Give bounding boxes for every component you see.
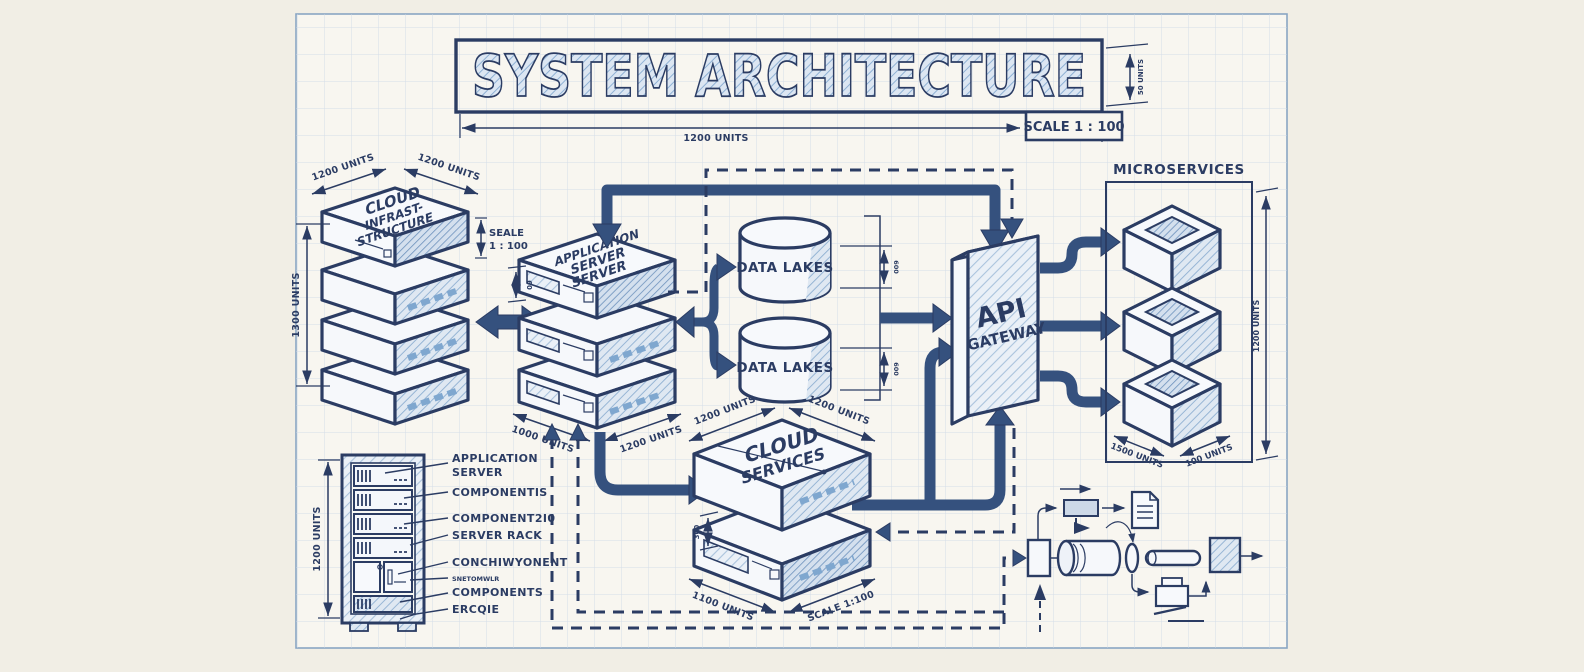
flow-output-box [1208,536,1242,574]
microservice-cube [1122,286,1222,376]
scale-box [1024,110,1124,142]
rack-dim-left: 1200 UNITS [312,506,323,571]
solid-connectors [592,184,1121,511]
rack-label-conchiwyonent: CONCHIWYONENT [452,556,568,569]
page-title: SYSTEM ARCHITECTURE [472,42,1086,110]
cloudsvc-dim-left: 300 [693,525,701,540]
flow-lens [1124,542,1140,574]
rack-label-server: SERVER [452,466,503,479]
data-lake-top-dim: 600 [892,260,900,274]
infra-dim-left: 1300 UNITS [291,272,302,337]
api-gateway: API GATEWAY [950,234,1049,426]
data-lake-bottom-dim: 600 [892,362,900,376]
rack-label-components: COMPONENTS [452,586,543,599]
title-width-dimension: 1200 UNITS [683,133,748,144]
microservices-frame [1105,181,1253,463]
scale-label: SCALE 1 : 100 [1023,120,1124,135]
rack-label-snetomwlr: SNETOMWLR [452,575,499,583]
rack-label-componentis: COMPONENTIS [452,486,548,499]
infra-scale-note-2: 1 : 100 [489,241,528,252]
title-frame [454,38,1104,114]
flow-buffer-box [1063,499,1099,517]
rack-callout-labels: APPLICATION SERVER COMPONENTIS COMPONENT… [452,452,568,616]
infra-scale-note-1: SEALE [489,228,524,239]
microservices-title: MICROSERVICES [1113,162,1245,178]
flow-cylinder [1056,539,1122,577]
rack-callout-leaders [384,462,449,620]
microservice-cube [1122,358,1222,448]
data-lakes-bracket [864,215,881,401]
title-side-dimension: 50 UNITS [1137,59,1145,95]
rack-label-ercqie: ERCQIE [452,603,499,616]
micro-dim-right: 1200 UNITS [1252,300,1261,353]
pipeline-flowchart [1026,484,1264,632]
data-lake-bottom-label: DATA LAKES [736,360,833,376]
flow-pipe [1144,549,1202,567]
document-icon [1130,490,1160,530]
server-rack-legend: 1200 UNITS APPLICATION SERVER COMPONENTI… [312,452,568,632]
rack-rows [353,465,413,559]
data-lake-top-label: DATA LAKES [736,260,833,276]
appserver-dim-small: 60 [525,280,533,290]
title-block: SYSTEM ARCHITECTURE 1200 UNITS SCALE 1 :… [454,38,1149,144]
flow-input-box [1026,538,1052,578]
rack-label-server-rack: SERVER RACK [452,529,542,542]
rack-label-component2i0: COMPONENT2I0 [452,512,555,525]
data-lakes: DATA LAKES DATA LAKES 600 600 [736,215,900,404]
rack-label-application: APPLICATION [452,452,538,465]
